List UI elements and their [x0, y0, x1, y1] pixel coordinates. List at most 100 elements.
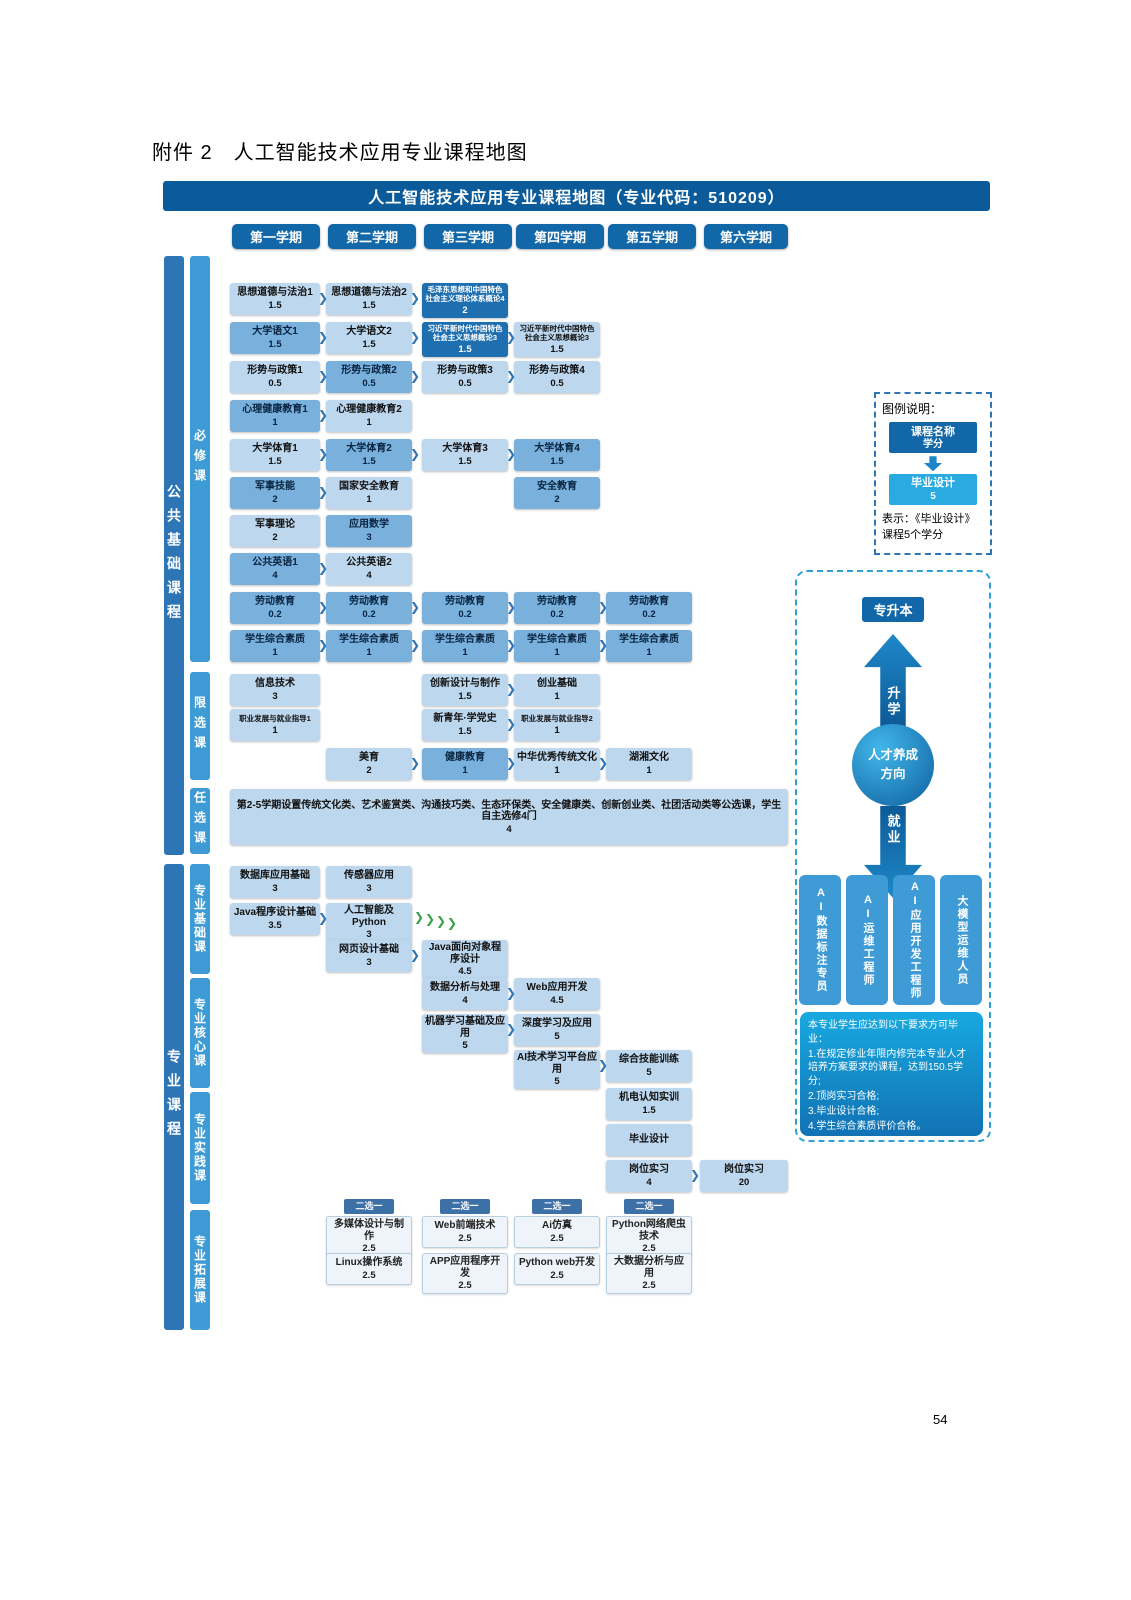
course-name: 网页设计基础: [339, 944, 399, 956]
green-arrow-icon: ❯: [414, 910, 425, 924]
course-name: 职业发展与就业指导1: [239, 714, 311, 724]
flow-arrow-icon: ❯: [506, 1022, 517, 1036]
course-name: 深度学习及应用: [522, 1018, 592, 1030]
flow-arrow-icon: ❯: [506, 638, 517, 652]
flow-arrow-icon: ❯: [506, 330, 517, 344]
requirement-line: 4.学生综合素质评价合格。: [808, 1120, 927, 1132]
flow-arrow-icon: ❯: [318, 911, 329, 925]
course-credit: 1.5: [362, 455, 376, 467]
flow-arrow-icon: ❯: [410, 330, 421, 344]
flow-arrow-icon: ❯: [598, 756, 609, 770]
course-credit: 2: [554, 493, 560, 505]
sidebar-optional-courses: 任选课: [190, 788, 210, 854]
flow-arrow-icon: ❯: [598, 600, 609, 614]
upgrade-to-bachelor-box: 专升本: [862, 597, 924, 622]
talent-direction-line1: 人才养成: [867, 748, 918, 763]
flow-arrow-icon: ❯: [506, 756, 517, 770]
course-name: 劳动教育: [537, 596, 577, 608]
flow-arrow-icon: ❯: [506, 717, 517, 731]
course-name: 第2-5学期设置传统文化类、艺术鉴赏类、沟通技巧类、生态环保类、安全健康类、创新…: [236, 799, 782, 823]
course-credit: 4: [462, 994, 468, 1006]
course-credit: 2: [272, 531, 278, 543]
course-credit: 5: [646, 1066, 652, 1078]
course-credit: 2: [272, 493, 278, 505]
course-credit: 5: [462, 1040, 468, 1051]
legend-example-name: 毕业设计: [911, 477, 955, 490]
course-name: 学生综合素质: [619, 634, 679, 646]
course-credit: 1: [366, 416, 372, 428]
flow-arrow-icon: ❯: [506, 447, 517, 461]
course-name: Web应用开发: [526, 982, 588, 994]
course-credit: 1.5: [362, 338, 376, 350]
course-credit: 1: [554, 646, 560, 658]
course-name: 中华优秀传统文化: [517, 752, 597, 764]
course-credit: 1: [554, 724, 560, 736]
course-name: AI技术学习平台应用: [517, 1052, 597, 1075]
page-number: 54: [933, 1412, 948, 1427]
course-name: 综合技能训练: [619, 1054, 679, 1066]
requirement-line: 本专业学生应达到以下要求方可毕业：: [808, 1020, 958, 1045]
course-credit: 2.5: [362, 1269, 376, 1281]
flow-arrow-icon: ❯: [410, 291, 421, 305]
course-credit: 2: [462, 304, 468, 316]
flow-arrow-icon: ❯: [318, 485, 329, 499]
course-credit: 1.5: [458, 455, 472, 467]
course-name: 学生综合素质: [339, 634, 399, 646]
course-credit: 4.5: [458, 966, 472, 977]
course-credit: 1: [366, 493, 372, 505]
course-credit: 4: [506, 823, 512, 835]
legend-caption: 表示：《毕业设计》课程5个学分: [882, 512, 976, 541]
course-credit: 20: [738, 1176, 750, 1188]
course-name: 公共英语2: [346, 557, 392, 569]
course-credit: 1.5: [362, 299, 376, 311]
course-name: 传感器应用: [344, 870, 394, 882]
flow-arrow-icon: ❯: [410, 756, 421, 770]
course-name: 信息技术: [255, 678, 295, 690]
course-name: 劳动教育: [445, 596, 485, 608]
course-credit: 2: [366, 764, 372, 776]
flow-arrow-icon: ❯: [410, 638, 421, 652]
pathway-panel: [795, 570, 991, 1142]
course-credit: 2.5: [550, 1269, 564, 1281]
flow-arrow-icon: ❯: [318, 291, 329, 305]
legend-sample-credit: 学分: [923, 439, 943, 451]
course-credit: 2.5: [362, 1243, 376, 1254]
flow-arrow-icon: ❯: [506, 600, 517, 614]
course-name: 新青年·学党史: [433, 713, 497, 725]
course-name: 机器学习基础及应用: [425, 1016, 505, 1039]
course-credit: 1: [462, 764, 468, 776]
course-name: 学生综合素质: [435, 634, 495, 646]
course-credit: 3: [272, 690, 278, 702]
course-name: Web前端技术: [434, 1220, 496, 1232]
course-credit: 1: [272, 646, 278, 658]
course-name: Python网络爬虫技术: [612, 1219, 686, 1242]
course-credit: 1: [366, 646, 372, 658]
flow-arrow-icon: ❯: [506, 369, 517, 383]
further-education-label: 升学: [885, 686, 901, 718]
course-name: 劳动教育: [629, 596, 669, 608]
course-name: 形势与政策3: [437, 365, 493, 377]
flow-arrow-icon: ❯: [410, 600, 421, 614]
flow-arrow-icon: ❯: [598, 638, 609, 652]
course-name: 应用数学: [349, 519, 389, 531]
course-credit: 1: [646, 646, 652, 658]
